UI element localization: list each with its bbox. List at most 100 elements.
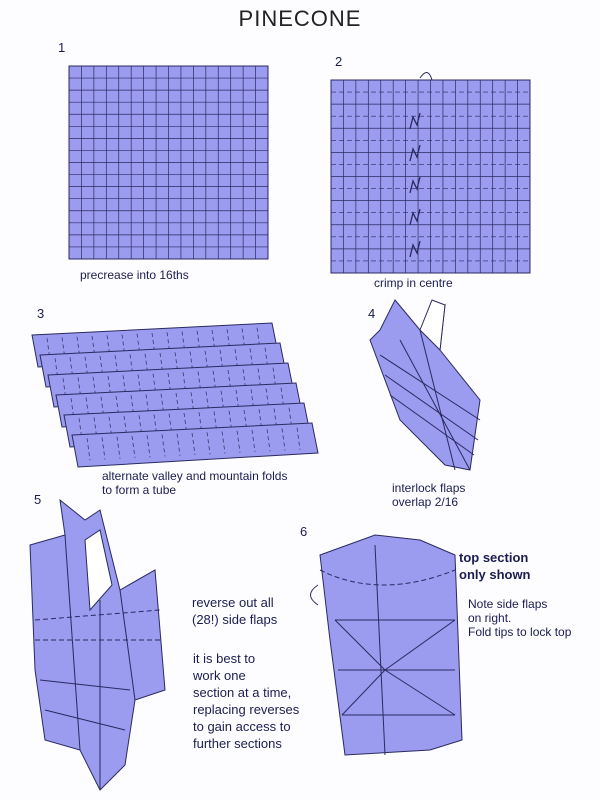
crease-line xyxy=(235,389,240,413)
crease-line xyxy=(234,349,239,372)
crease-line xyxy=(241,328,246,351)
crease-line xyxy=(257,368,262,391)
crease-line xyxy=(166,332,171,355)
crease-line xyxy=(211,329,216,353)
crease-line xyxy=(159,352,164,376)
crease-line xyxy=(62,378,67,401)
step1-caption: precrease into 16ths xyxy=(80,268,189,282)
crease-line xyxy=(280,387,285,410)
step3-pleated-strip xyxy=(31,322,319,468)
turn-arrow-icon xyxy=(419,72,433,81)
crease-line xyxy=(61,337,66,360)
crease-line xyxy=(242,369,247,392)
step1-square-grid xyxy=(68,65,269,260)
crease-line xyxy=(243,409,248,433)
crease-line xyxy=(78,418,83,441)
step6-heading: top section only shown xyxy=(459,550,531,582)
crease-line xyxy=(122,375,127,398)
crease-line xyxy=(146,435,151,458)
step2-crimped-grid xyxy=(330,72,531,274)
crease-line xyxy=(183,412,188,436)
crease-line xyxy=(115,395,120,419)
crease-line xyxy=(296,427,301,450)
crease-line xyxy=(251,429,256,453)
crease-line xyxy=(265,388,270,411)
crease-line xyxy=(174,352,179,375)
crease-line xyxy=(92,376,97,399)
crease-line xyxy=(204,350,209,373)
crimp-arrow xyxy=(409,240,421,258)
crease-line xyxy=(138,415,143,438)
step4-caption: interlock flaps overlap 2/16 xyxy=(392,481,466,509)
crease-line xyxy=(168,413,173,436)
crease-line xyxy=(250,389,255,412)
crease-line xyxy=(77,377,82,400)
crimp-arrow xyxy=(409,112,421,130)
step4-number: 4 xyxy=(368,306,376,321)
crease-line xyxy=(189,351,194,374)
crease-line xyxy=(281,428,286,451)
crease-line xyxy=(85,397,90,420)
crease-line xyxy=(130,395,135,418)
crease-line xyxy=(272,367,277,390)
step1-number: 1 xyxy=(58,40,66,55)
step6-number: 6 xyxy=(300,524,308,539)
step5-caption: reverse out all (28!) side flaps xyxy=(192,595,278,627)
step2-number: 2 xyxy=(335,54,343,69)
crease-line xyxy=(46,338,51,361)
crease-line xyxy=(264,347,269,370)
crease-line xyxy=(198,412,203,435)
crease-line xyxy=(205,391,210,414)
crease-line xyxy=(273,408,278,431)
crease-line xyxy=(76,336,81,359)
crease-line xyxy=(212,370,217,393)
crease-line xyxy=(161,434,166,457)
crease-line xyxy=(160,393,165,416)
crease-line xyxy=(129,354,134,377)
crease-line xyxy=(136,333,141,356)
crease-line xyxy=(249,348,254,371)
crease-line xyxy=(266,429,271,452)
crease-line xyxy=(116,436,121,459)
crease-line xyxy=(114,355,119,378)
crease-line xyxy=(145,394,150,417)
crease-line xyxy=(258,409,263,432)
crease-line xyxy=(108,416,113,439)
crease-line xyxy=(151,332,156,356)
pleat-layer xyxy=(71,422,319,468)
crimp-arrow xyxy=(409,144,421,162)
crease-line xyxy=(182,372,187,395)
crease-line xyxy=(70,398,75,421)
crease-line xyxy=(181,331,186,354)
crease-line xyxy=(137,374,142,397)
step6-note: Note side flaps on right. Fold tips to l… xyxy=(468,597,572,639)
crease-line xyxy=(100,396,105,419)
diagram-title: PINECONE xyxy=(238,6,362,31)
crease-line xyxy=(91,335,96,359)
crease-line xyxy=(190,392,195,415)
step5-reversed-flaps xyxy=(29,498,166,791)
step2-caption: crimp in centre xyxy=(374,276,453,290)
crease-line xyxy=(191,432,196,456)
crease-line xyxy=(167,372,172,396)
crease-line xyxy=(176,433,181,456)
step5-note: it is best to work one section at a time… xyxy=(193,651,300,751)
crease-line xyxy=(152,373,157,396)
crease-line xyxy=(288,407,293,430)
crease-line xyxy=(220,390,225,413)
step6-top-section xyxy=(310,534,463,756)
crease-line xyxy=(175,392,180,416)
crease-line xyxy=(228,410,233,433)
step3-caption: alternate valley and mountain folds to f… xyxy=(102,469,288,497)
crease-line xyxy=(106,335,111,358)
crease-line xyxy=(93,417,98,440)
crease-line xyxy=(107,375,112,399)
crease-line xyxy=(219,349,224,373)
crease-line xyxy=(101,437,106,460)
crease-line xyxy=(236,430,241,453)
crease-line xyxy=(86,438,91,461)
crimp-arrow xyxy=(409,176,421,194)
crease-line xyxy=(131,435,136,459)
